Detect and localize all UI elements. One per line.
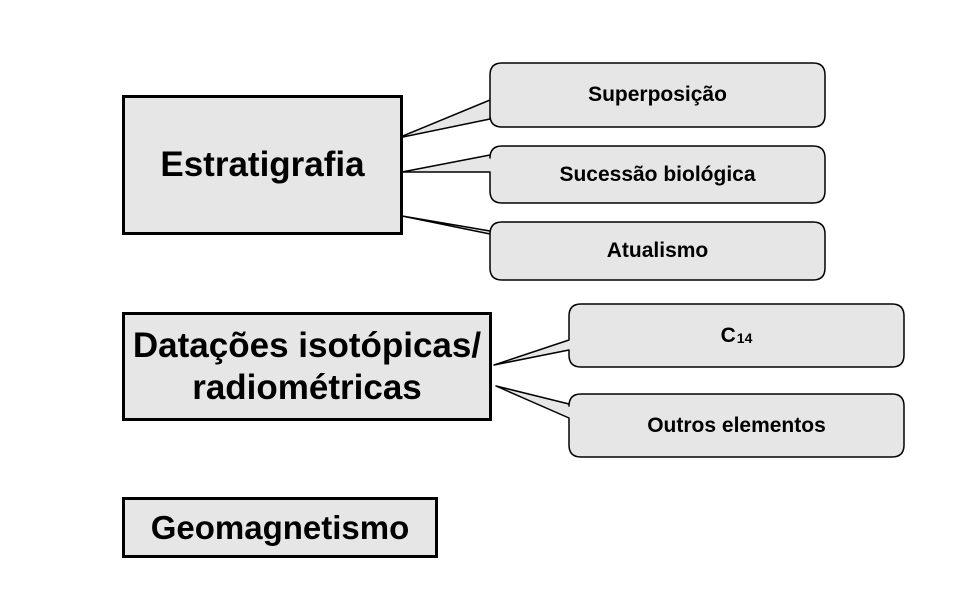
box-estratigrafia-label: Estratigrafia <box>160 145 365 184</box>
box-estratigrafia: Estratigrafia <box>122 95 403 235</box>
box-datacoes-label-line1: Datações isotópicas/ <box>132 325 482 365</box>
callout-superposicao: Superposição <box>490 63 825 127</box>
callout-sucessao-shape <box>401 145 826 204</box>
callout-atualismo: Atualismo <box>490 222 825 280</box>
callout-c14-subscript: 14 <box>736 329 753 346</box>
callout-c14-label: C <box>720 323 736 347</box>
callout-superposicao-label: Superposição <box>588 83 727 106</box>
callout-c14-shape <box>493 303 905 368</box>
callout-superposicao-shape <box>397 62 826 139</box>
box-geomagnetismo-label: Geomagnetismo <box>150 508 410 546</box>
callout-sucessao-label: Sucessão biológica <box>559 162 756 186</box>
callout-atualismo-shape <box>401 215 826 281</box>
callout-sucessao-biologica: Sucessão biológica <box>490 146 825 203</box>
box-datacoes: Datações isotópicas/ radiométricas <box>122 312 492 421</box>
callout-outros-shape <box>495 385 905 458</box>
callout-atualismo-label: Atualismo <box>606 239 709 262</box>
callout-outros-elementos: Outros elementos <box>569 394 904 457</box>
box-geomagnetismo: Geomagnetismo <box>122 497 438 558</box>
callout-outros-label: Outros elementos <box>647 413 826 437</box>
box-datacoes-label-line2: radiométricas <box>192 367 422 407</box>
